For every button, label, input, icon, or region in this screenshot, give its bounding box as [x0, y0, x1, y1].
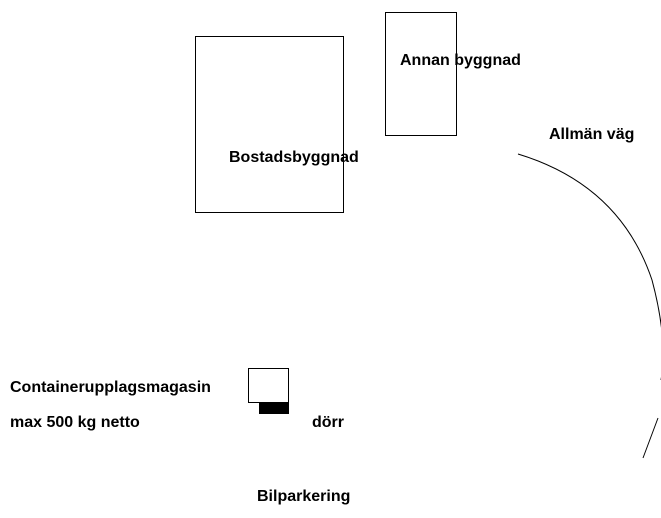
door-label: dörr: [312, 414, 344, 431]
public-road-curve-lower: [642, 417, 659, 459]
door-marker: [259, 402, 289, 414]
other-building-label: Annan byggnad: [400, 52, 521, 69]
max-weight-label: max 500 kg netto: [10, 414, 140, 431]
public-road-curve: [517, 153, 661, 380]
residential-building-outline: [195, 36, 344, 213]
residential-building-label: Bostadsbyggnad: [229, 149, 359, 166]
container-storage-label: Containerupplagsmagasin: [10, 379, 211, 396]
car-parking-label: Bilparkering: [257, 488, 351, 505]
other-building-outline: [385, 12, 457, 136]
public-road-label: Allmän väg: [549, 126, 635, 143]
container-storage-outline: [248, 368, 289, 403]
